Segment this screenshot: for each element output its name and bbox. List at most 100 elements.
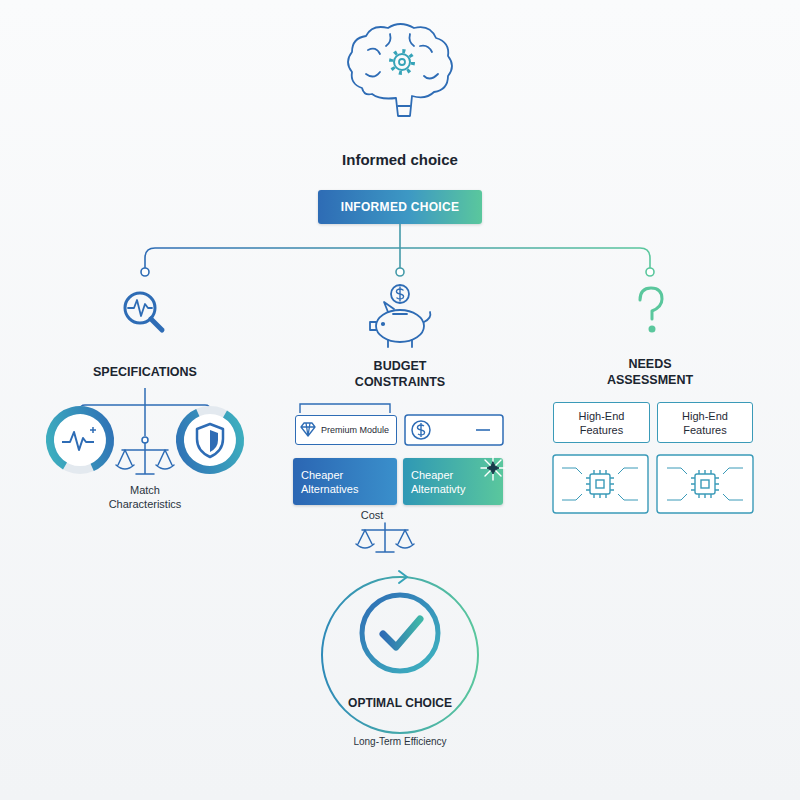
cost-balance-icon: [356, 530, 374, 548]
section-heading: SPECIFICATIONS: [65, 364, 225, 380]
gear-icon: [391, 51, 413, 73]
node-label: High-End Features: [554, 409, 649, 437]
feature-box: High-End Features: [657, 402, 753, 443]
feature-box: High-End Features: [553, 402, 650, 443]
progress-ring: [90, 427, 96, 433]
piggy-bank-icon: [376, 310, 424, 342]
piggy-bank-icon: [382, 323, 384, 325]
brain-icon: [348, 24, 452, 116]
chip-panel: [562, 468, 638, 500]
brain-icon: [348, 24, 452, 116]
shield-ring: [169, 399, 251, 481]
option-box: Cheaper Alternativty: [403, 458, 503, 505]
tree-connector: [396, 268, 404, 276]
progress-ring: [62, 432, 94, 450]
shield-ring: [210, 430, 218, 452]
price-box: [476, 429, 490, 431]
spec-bracket: [80, 405, 210, 412]
question-icon: [640, 288, 662, 319]
result-circle: OPTIMAL CHOICELong-Term Efficiency: [320, 575, 480, 735]
section-note: Cost: [342, 508, 402, 522]
spec-bracket: [144, 388, 146, 436]
progress-ring: [50, 410, 110, 470]
tree-connector: [145, 248, 650, 268]
chip-panel: [657, 455, 753, 513]
shield-ring: [180, 410, 240, 470]
diagram-title: Informed choice: [0, 151, 800, 168]
option-box: Premium Module: [295, 415, 397, 445]
node-label: Cheaper Alternativty: [403, 468, 503, 496]
magnifier-icon: [125, 293, 162, 330]
progress-ring: [39, 399, 121, 481]
chip-panel: [596, 480, 604, 488]
brain-icon: [366, 34, 438, 106]
node-label: OPTIMAL CHOICE: [320, 696, 480, 710]
question-icon: [650, 327, 654, 331]
check-icon: [362, 595, 438, 671]
cost-balance-icon: [396, 530, 414, 548]
chip-panel: [553, 455, 648, 513]
section-heading: BUDGET CONSTRAINTS: [345, 358, 455, 390]
magnifier-icon: [151, 319, 162, 330]
budget-bracket: [300, 404, 390, 413]
tree-connector: [646, 268, 654, 276]
piggy-bank-icon: [370, 285, 430, 347]
cycle-arrowhead: [399, 571, 407, 583]
section-heading: NEEDS ASSESSMENT: [595, 356, 705, 388]
price-box: [412, 421, 430, 439]
cycle-arrowhead: [399, 571, 407, 583]
diamond-icon: [301, 423, 315, 436]
gear-icon: [399, 59, 405, 65]
piggy-bank-icon: [384, 302, 394, 312]
diamond-icon: [301, 423, 315, 436]
price-box: [417, 423, 424, 437]
check-icon: [383, 619, 420, 647]
question-icon: [640, 288, 662, 331]
spec-bracket: [142, 437, 148, 443]
node-subtitle: Long-Term Efficiency: [320, 736, 480, 747]
spec-bracket: [80, 388, 210, 443]
chip-panel: [701, 480, 709, 488]
gear-icon: [391, 51, 413, 73]
chip-panel: [586, 470, 614, 498]
piggy-bank-icon: [424, 312, 430, 322]
sparkle-icon: [481, 456, 505, 480]
cost-balance-icon: [362, 523, 408, 552]
section-note: Match Characteristics: [95, 483, 195, 511]
chip-panel: [667, 468, 743, 500]
piggy-bank-icon: [393, 313, 407, 315]
balance-icon: [156, 450, 174, 469]
tree-connector: [399, 224, 401, 248]
piggy-bank-icon: [396, 287, 403, 301]
sparkle-icon: [487, 462, 499, 474]
tree-connector: [141, 268, 149, 276]
chip-panel: [657, 455, 753, 513]
gear-icon: [394, 54, 410, 70]
balance-icon: [116, 443, 174, 474]
tree-connector: [141, 224, 654, 276]
shield-ring: [197, 424, 223, 457]
root-box: INFORMED CHOICE: [318, 190, 482, 224]
balance-icon: [116, 450, 134, 469]
chip-panel: [590, 474, 610, 494]
piggy-bank-icon: [391, 285, 409, 303]
price-box: [405, 415, 503, 445]
chip-panel: [691, 470, 719, 498]
cost-balance-icon: [356, 523, 414, 552]
progress-ring: [39, 399, 121, 481]
magnifier-icon: [128, 300, 152, 316]
circle-outline: [320, 575, 480, 735]
option-box: Cheaper Alternatives: [293, 458, 397, 505]
balance-icon: [122, 443, 168, 474]
node-label: Cheaper Alternatives: [293, 468, 397, 496]
shield-ring: [169, 399, 251, 481]
piggy-bank-icon: [388, 340, 412, 347]
check-icon: [362, 595, 438, 671]
tree-connector: [399, 248, 401, 268]
sparkle-icon: [481, 456, 505, 480]
magnifier-icon: [125, 293, 155, 323]
